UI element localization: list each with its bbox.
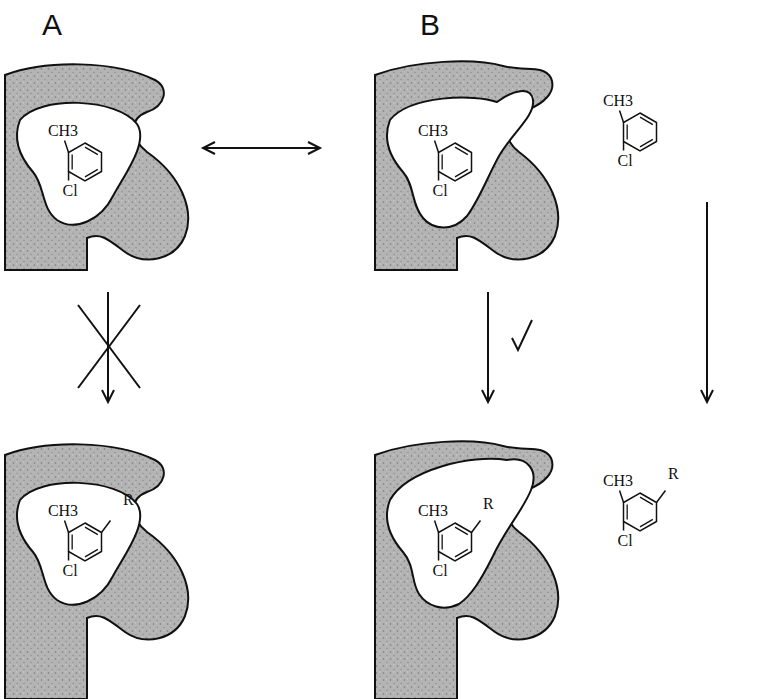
pocket-outline: [375, 60, 565, 270]
methyl-group: CH3: [418, 503, 448, 519]
methyl-group: CH3: [48, 123, 78, 139]
panel-letter: A: [42, 10, 62, 40]
chloro-group: Cl: [618, 153, 633, 169]
methyl-group: CH3: [48, 503, 78, 519]
reaction-arrow: [482, 292, 494, 402]
chloro-group: Cl: [618, 533, 633, 549]
methyl-group: CH3: [603, 473, 633, 489]
panel-letter: B: [420, 10, 440, 40]
pocket-outline: [5, 60, 195, 270]
binding-pocket: CH3Cl: [375, 60, 565, 270]
pocket-outline: [375, 440, 565, 699]
binding-pocket: CH3Cl R: [375, 440, 565, 699]
reaction-arrow: [701, 202, 713, 402]
reaction-arrow: [102, 292, 114, 402]
binding-pocket: CH3Cl R: [5, 440, 195, 699]
methyl-group: CH3: [418, 123, 448, 139]
cross-mark: [78, 305, 140, 388]
methyl-group: CH3: [603, 93, 633, 109]
chloro-group: Cl: [63, 563, 78, 579]
chloro-group: Cl: [433, 183, 448, 199]
binding-pocket: CH3Cl: [5, 60, 195, 270]
pocket-outline: [585, 440, 745, 580]
free-molecule: CH3Cl: [585, 80, 705, 180]
check-mark: [512, 320, 532, 350]
r-group: R: [123, 492, 134, 508]
chloro-group: Cl: [433, 563, 448, 579]
free-molecule: CH3Cl R: [585, 440, 745, 580]
r-group: R: [483, 496, 494, 512]
chloro-group: Cl: [63, 183, 78, 199]
r-group: R: [668, 466, 679, 482]
pocket-outline: [5, 440, 195, 699]
reaction-arrow: [203, 142, 320, 154]
